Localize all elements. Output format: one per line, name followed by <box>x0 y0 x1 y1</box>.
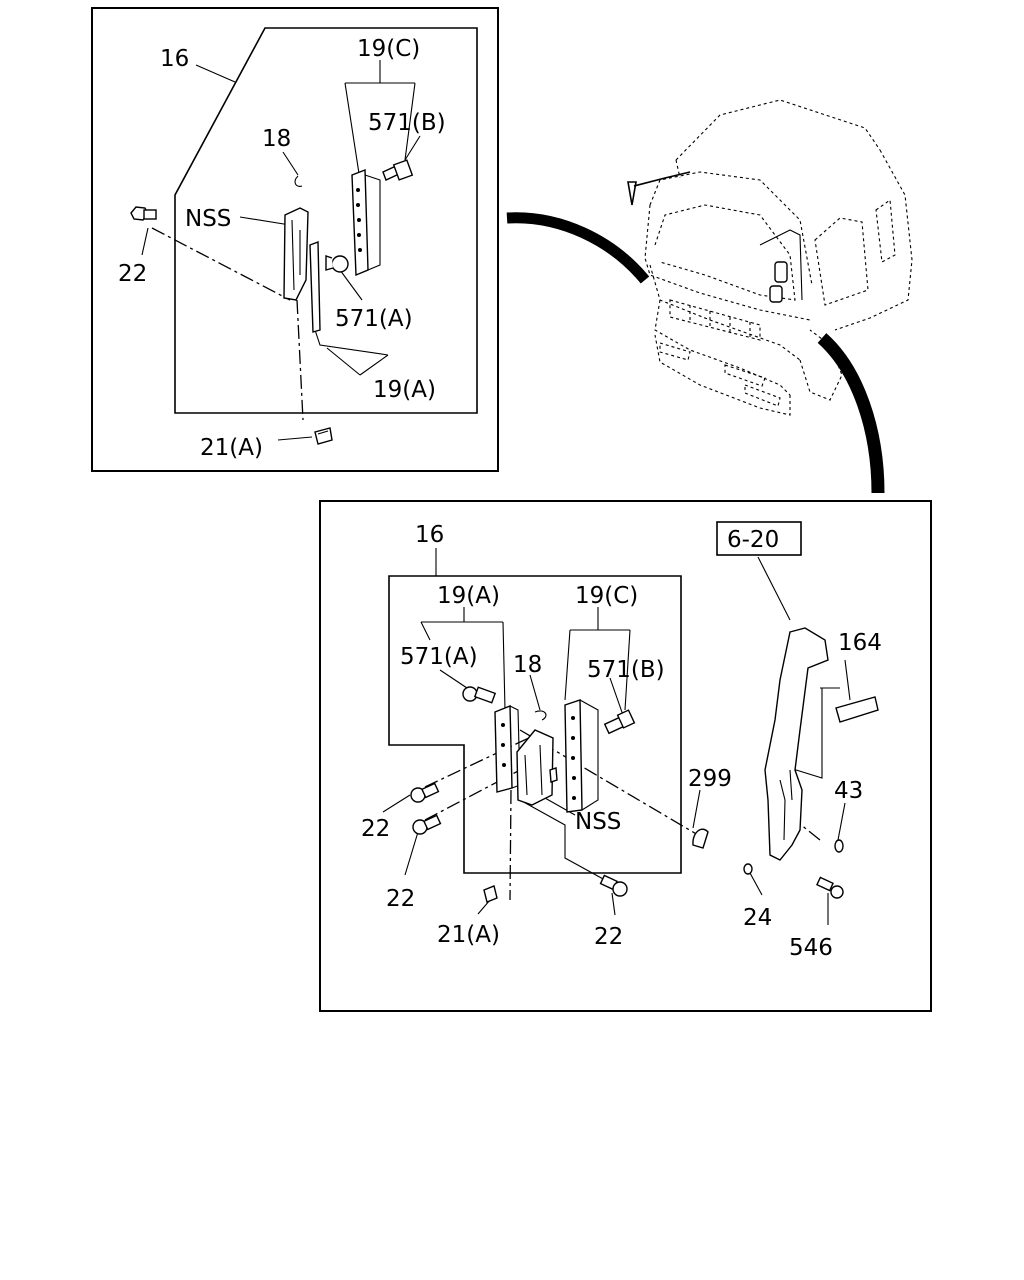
bottom-part-43 <box>834 839 844 853</box>
bottom-label-19c: 19(C) <box>575 583 638 609</box>
bottom-screw-571a <box>462 686 497 704</box>
ref-box-6-20 <box>716 521 802 556</box>
bottom-part-299 <box>692 828 709 849</box>
bottom-label-24: 24 <box>743 905 772 931</box>
bottom-label-18: 18 <box>513 652 542 678</box>
top-nss-bracket <box>283 207 309 301</box>
bottom-label-571b: 571(B) <box>587 657 665 683</box>
bottom-bracket-19c <box>564 699 599 813</box>
bottom-label-546: 546 <box>789 935 833 961</box>
top-panel: 16 19(C) 571(B) 18 NSS 22 571(A) 19(A) 2… <box>91 7 499 472</box>
bottom-label-19a: 19(A) <box>437 583 500 609</box>
top-clip-21a <box>314 427 333 445</box>
top-label-16: 16 <box>160 46 189 72</box>
top-bolt-22 <box>130 206 157 221</box>
bottom-screw-546 <box>816 876 844 899</box>
bottom-label-22-a: 22 <box>361 816 390 842</box>
top-label-19a: 19(A) <box>373 377 436 403</box>
top-screw-571a <box>325 255 349 273</box>
bottom-screw-571b <box>603 709 636 735</box>
bottom-spring-18 <box>534 710 547 721</box>
bottom-label-22-b: 22 <box>386 886 415 912</box>
bottom-clip-21a <box>483 885 498 903</box>
bottom-label-21a: 21(A) <box>437 922 500 948</box>
bottom-label-6-20: 6-20 <box>727 527 779 553</box>
bottom-bracket-19a <box>494 704 521 793</box>
bottom-part-24 <box>743 863 753 875</box>
top-bracket-19c <box>351 168 381 277</box>
bottom-assembly-outline <box>388 575 682 874</box>
bottom-pillar-panel <box>764 627 829 861</box>
top-label-571b: 571(B) <box>368 110 446 136</box>
bottom-label-22-c: 22 <box>594 924 623 950</box>
bottom-panel-frame <box>319 500 932 1012</box>
bottom-bolt-22-b <box>412 814 442 835</box>
top-label-571a: 571(A) <box>335 306 413 332</box>
bottom-label-571a: 571(A) <box>400 644 478 670</box>
top-spring-18 <box>294 175 303 187</box>
top-label-18: 18 <box>262 126 291 152</box>
bottom-label-299: 299 <box>688 766 732 792</box>
top-panel-frame <box>91 7 499 472</box>
top-label-21a: 21(A) <box>200 435 263 461</box>
bottom-panel: 16 19(A) 19(C) 571(A) 18 571(B) 6-20 164… <box>319 500 932 1012</box>
bottom-part-164 <box>835 696 879 723</box>
bottom-nss-lamp <box>516 729 558 806</box>
bottom-bolt-22-c <box>599 874 628 897</box>
top-label-19c: 19(C) <box>357 36 420 62</box>
bottom-label-43: 43 <box>834 778 863 804</box>
bottom-bolt-22-a <box>410 782 440 803</box>
bottom-label-nss: NSS <box>575 809 621 835</box>
connector-arc-right <box>817 333 885 494</box>
bottom-label-164: 164 <box>838 630 882 656</box>
truck-illustration <box>627 99 913 416</box>
top-screw-571b <box>382 159 414 181</box>
top-label-nss: NSS <box>185 206 231 232</box>
top-bracket-19a <box>309 240 321 333</box>
connector-arc-top <box>506 212 650 284</box>
bottom-label-16: 16 <box>415 522 444 548</box>
top-label-22: 22 <box>118 261 147 287</box>
top-assembly-outline <box>174 27 478 414</box>
